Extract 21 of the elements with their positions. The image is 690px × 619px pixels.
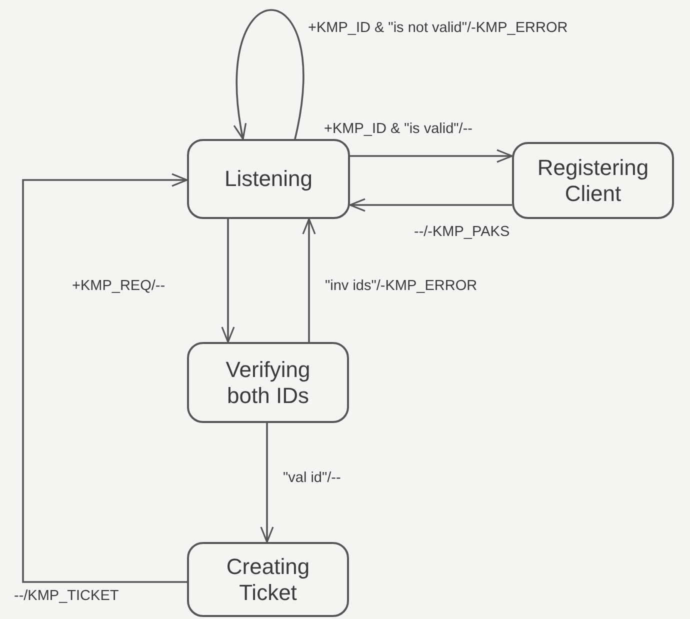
state-name: Creating Ticket — [225, 554, 311, 605]
edge-label: --/KMP_TICKET — [12, 588, 121, 604]
transition-arrow — [350, 149, 513, 163]
edge-label: +KMP_ID & "is not valid"/-KMP_ERROR — [306, 20, 570, 36]
edge-label: "inv ids"/-KMP_ERROR — [323, 278, 480, 294]
transition-arrow — [22, 173, 188, 583]
state-name: Registering Client — [536, 155, 650, 206]
transition-arrow — [260, 423, 274, 543]
state-name: Verifying both IDs — [224, 357, 312, 408]
state-box — [187, 542, 349, 617]
edge-label: +KMP_REQ/-- — [70, 278, 168, 294]
edge-label: +KMP_ID & "is valid"/-- — [322, 121, 474, 137]
state-name: Listening — [224, 166, 313, 192]
transition-arrow — [234, 9, 304, 140]
state-box — [187, 139, 350, 219]
state-box — [512, 142, 674, 219]
transition-arrow — [302, 218, 316, 342]
edge-label: --/-KMP_PAKS — [412, 224, 512, 240]
transition-arrow — [221, 219, 235, 343]
state-box — [187, 342, 349, 423]
transition-arrow — [349, 198, 512, 212]
